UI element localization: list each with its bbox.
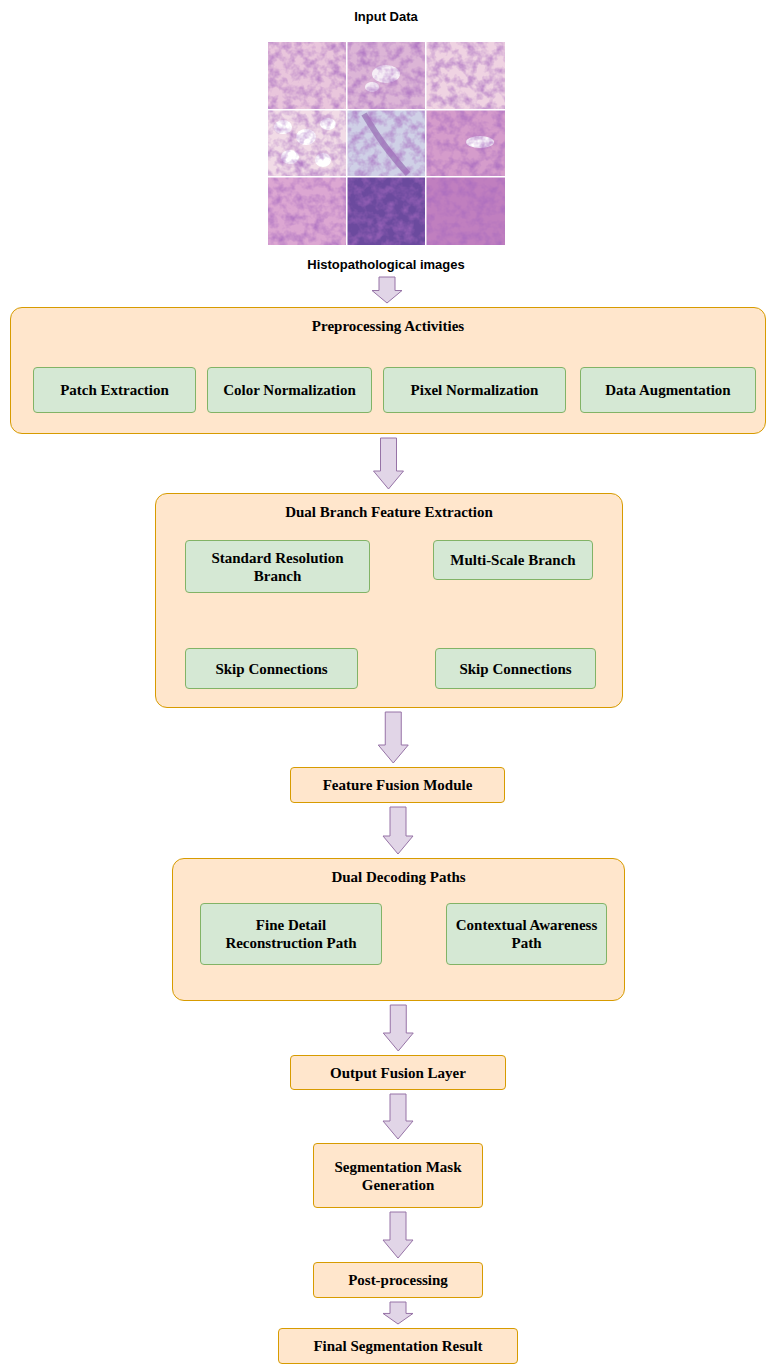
box-label: Multi-Scale Branch: [444, 551, 581, 569]
histology-image-grid: [268, 42, 505, 245]
process-box: Segmentation Mask Generation: [313, 1143, 483, 1208]
box-label: Pixel Normalization: [405, 381, 545, 399]
flow-block-arrow: [383, 1302, 413, 1324]
process-box: Post-processing: [313, 1262, 483, 1298]
box-label: Feature Fusion Module: [317, 776, 479, 794]
box-label: Final Segmentation Result: [307, 1337, 488, 1355]
process-box: Color Normalization: [207, 367, 372, 413]
process-box: Feature Fusion Module: [290, 767, 505, 803]
process-box: Skip Connections: [435, 648, 596, 689]
box-label: Post-processing: [342, 1271, 454, 1289]
box-label: Skip Connections: [453, 660, 577, 678]
box-label: Contextual Awareness Path: [447, 916, 606, 952]
input-panel: Input DataHistopathological images: [256, 9, 516, 273]
flow-block-arrow: [374, 438, 404, 489]
box-label: Segmentation Mask Generation: [314, 1158, 482, 1194]
process-box: Multi-Scale Branch: [433, 540, 593, 580]
process-box: Data Augmentation: [580, 367, 756, 413]
group-heading: Dual Decoding Paths: [173, 859, 624, 886]
box-label: Skip Connections: [209, 660, 333, 678]
box-label: Color Normalization: [217, 381, 362, 399]
panel-heading: Input Data: [354, 9, 418, 25]
process-box: Standard Resolution Branch: [185, 540, 370, 593]
box-label: Output Fusion Layer: [324, 1064, 472, 1082]
process-box: Final Segmentation Result: [278, 1328, 518, 1364]
image-caption: Histopathological images: [307, 257, 464, 273]
process-box: Pixel Normalization: [383, 367, 566, 413]
box-label: Standard Resolution Branch: [186, 549, 369, 585]
stage-group: Preprocessing ActivitiesPatch Extraction…: [10, 307, 766, 434]
process-box: Skip Connections: [185, 648, 358, 689]
stage-group: Dual Branch Feature ExtractionStandard R…: [155, 493, 623, 708]
process-box: Output Fusion Layer: [290, 1055, 506, 1090]
flow-block-arrow: [383, 1094, 413, 1139]
group-heading: Dual Branch Feature Extraction: [156, 494, 622, 521]
flow-block-arrow: [372, 277, 402, 303]
process-box: Fine Detail Reconstruction Path: [200, 903, 382, 965]
box-label: Patch Extraction: [54, 381, 175, 399]
box-label: Data Augmentation: [599, 381, 736, 399]
process-box: Patch Extraction: [33, 367, 196, 413]
stage-group: Dual Decoding PathsFine Detail Reconstru…: [172, 858, 625, 1001]
flow-block-arrow: [378, 712, 408, 763]
flow-block-arrow: [383, 1212, 413, 1258]
flow-block-arrow: [383, 1005, 413, 1051]
group-heading: Preprocessing Activities: [11, 308, 765, 335]
box-label: Fine Detail Reconstruction Path: [201, 916, 381, 952]
flow-block-arrow: [383, 807, 413, 854]
process-box: Contextual Awareness Path: [446, 903, 607, 965]
